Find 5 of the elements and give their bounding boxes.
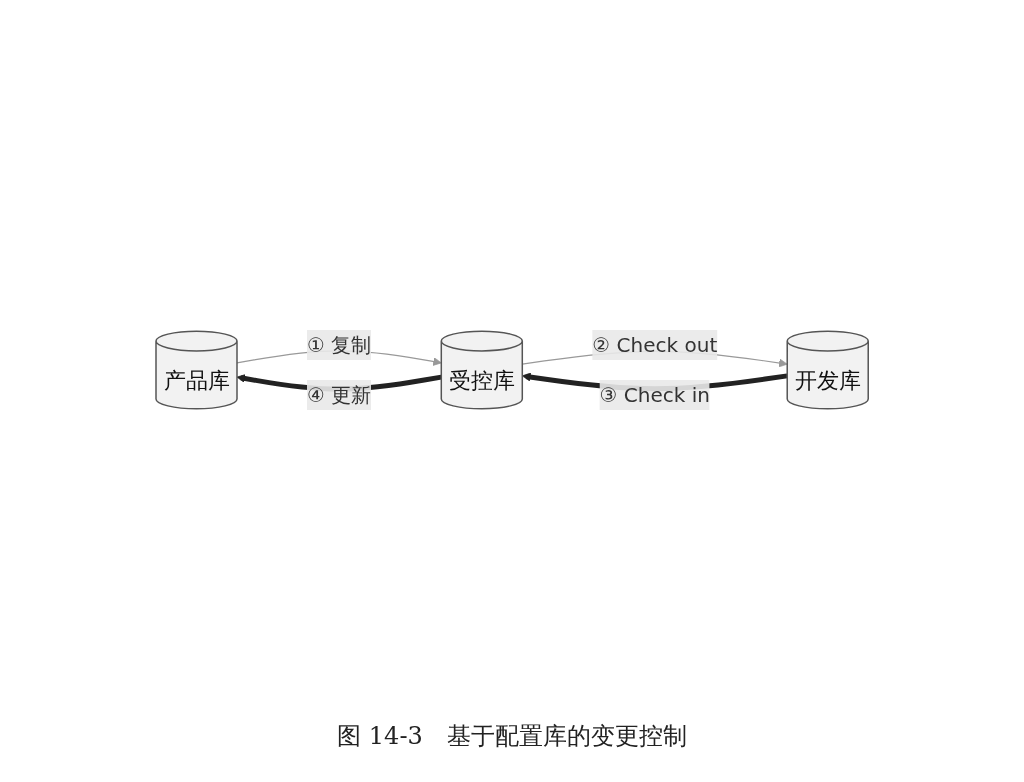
- edge-label: ① 复制: [306, 333, 372, 357]
- edge-label: ③ Check in: [599, 383, 710, 407]
- figure-caption: 图 14-3 基于配置库的变更控制: [337, 721, 687, 752]
- edge-label: ④ 更新: [306, 383, 372, 407]
- edge-label: ② Check out: [592, 333, 718, 357]
